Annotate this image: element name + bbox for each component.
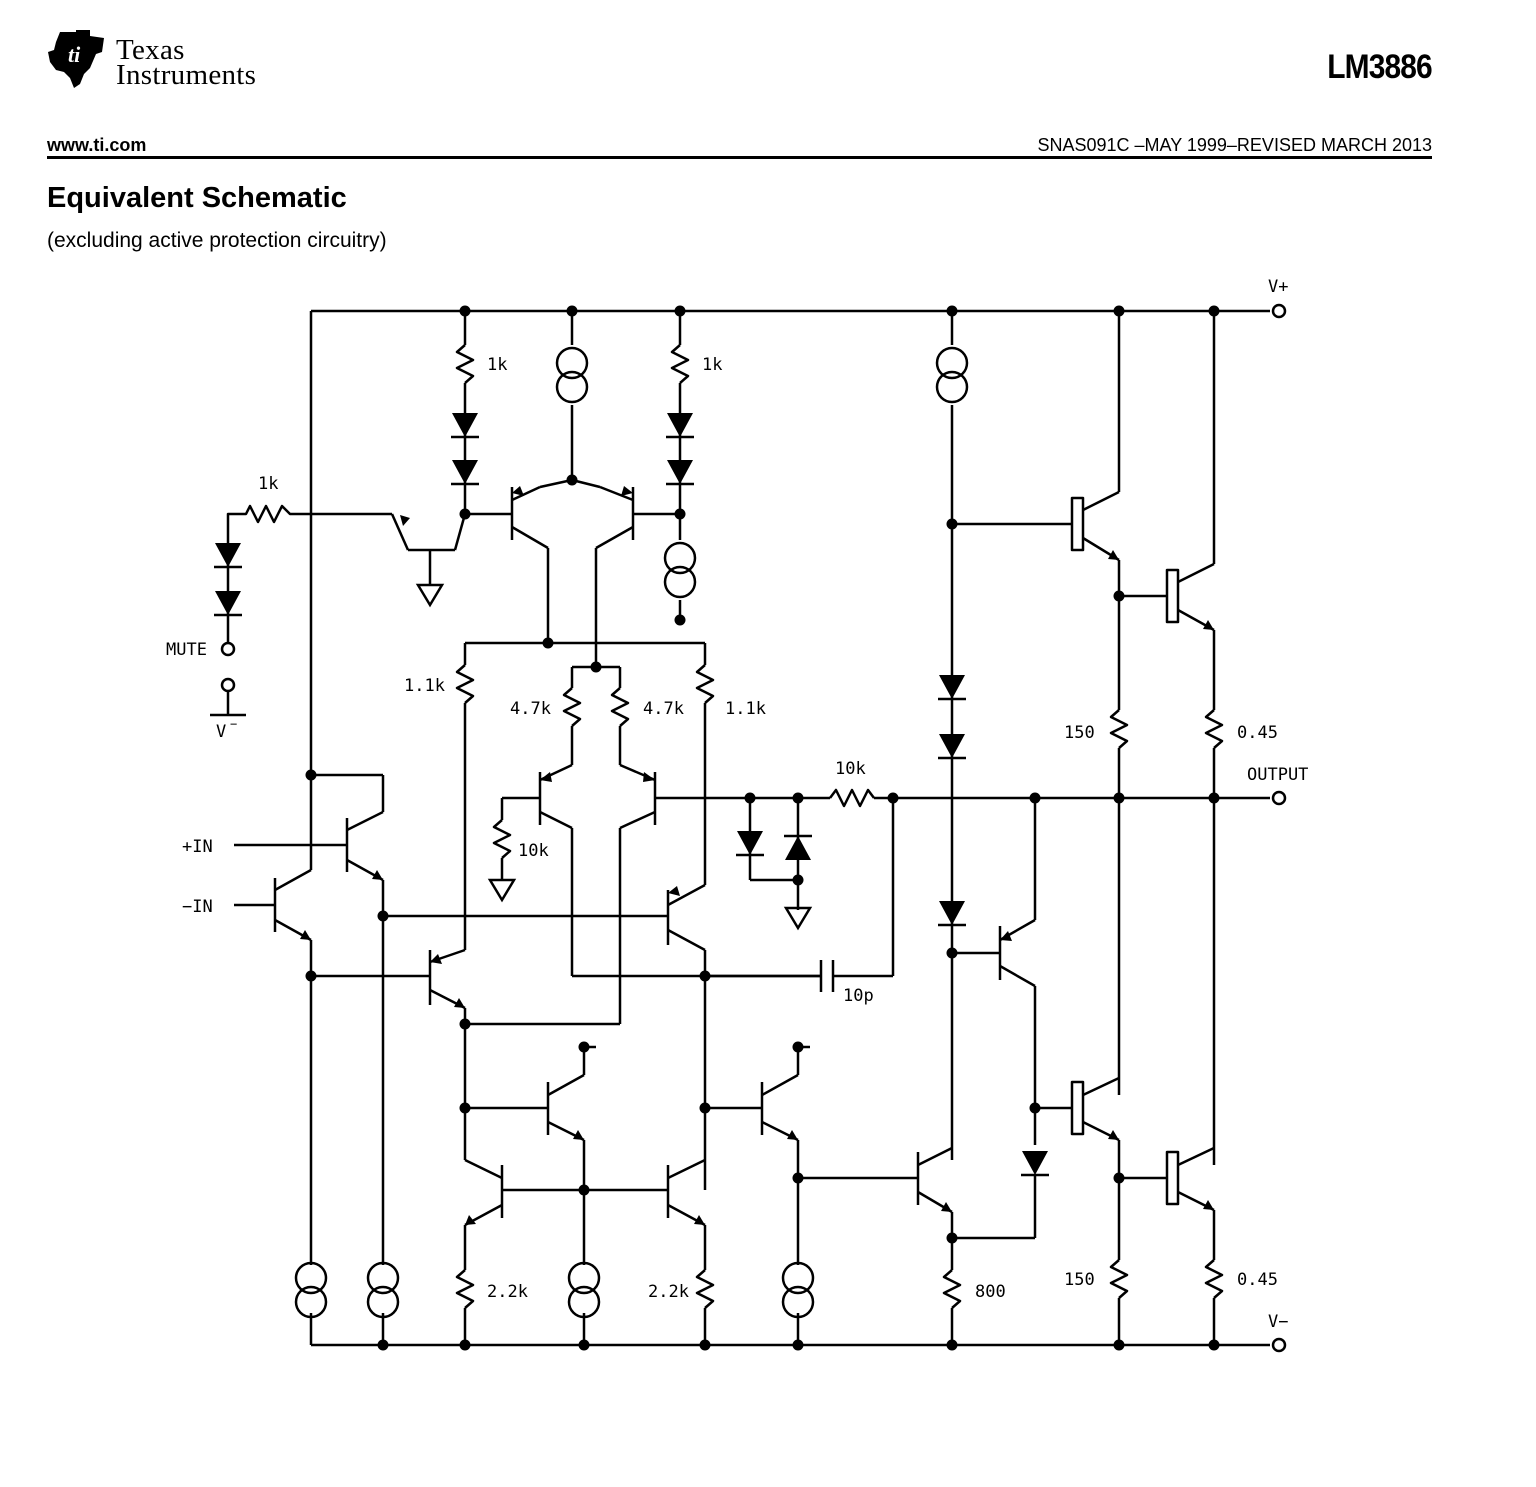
label-r-1-1k-left: 1.1k — [404, 676, 445, 696]
label-r-150-top: 150 — [1064, 723, 1095, 743]
section-title: Equivalent Schematic — [47, 182, 347, 214]
part-number: LM3886 — [1327, 48, 1433, 86]
document-id: SNAS091C –MAY 1999–REVISED MARCH 2013 — [1037, 135, 1432, 155]
label-v-minus-sup: − — [230, 717, 237, 731]
label-r-2-2k-right: 2.2k — [648, 1282, 689, 1302]
label-output: OUTPUT — [1247, 765, 1308, 785]
label-v-minus-mute: V — [216, 722, 226, 742]
header-rule — [47, 156, 1432, 159]
label-r-800: 800 — [975, 1282, 1006, 1302]
label-r-top-left: 1k — [487, 355, 507, 375]
logo-line2: Instruments — [116, 59, 257, 91]
texas-instruments-logo-icon: ti — [48, 30, 104, 88]
label-minus-in: −IN — [182, 897, 213, 917]
label-r-0-45-bottom: 0.45 — [1237, 1270, 1278, 1290]
label-r-2-2k-left: 2.2k — [487, 1282, 528, 1302]
label-r-10k-base: 10k — [518, 841, 549, 861]
logo-wordmark: Texas Instruments — [116, 34, 257, 91]
svg-text:ti: ti — [68, 42, 81, 67]
ti-logo: ti Texas Instruments — [46, 28, 306, 94]
label-r-mute: 1k — [258, 474, 278, 494]
website-link[interactable]: www.ti.com — [47, 135, 147, 155]
label-r-4-7k-right: 4.7k — [643, 699, 684, 719]
label-r-top-right: 1k — [702, 355, 722, 375]
label-c-10p: 10p — [843, 986, 874, 1006]
label-r-4-7k-left: 4.7k — [510, 699, 551, 719]
section-subtitle: (excluding active protection circuitry) — [47, 229, 387, 252]
logo-line1: Texas — [116, 34, 185, 66]
label-r-150-bottom: 150 — [1064, 1270, 1095, 1290]
label-vplus: V+ — [1268, 277, 1288, 297]
label-plus-in: +IN — [182, 837, 213, 857]
label-vminus: V− — [1268, 1312, 1288, 1332]
label-r-0-45-top: 0.45 — [1237, 723, 1278, 743]
label-r-10k-out: 10k — [835, 759, 866, 779]
label-r-1-1k-right: 1.1k — [725, 699, 766, 719]
label-mute: MUTE — [166, 640, 207, 660]
